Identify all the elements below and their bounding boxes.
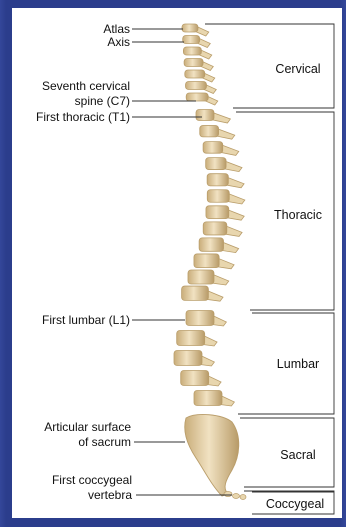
vertebra-body: [203, 222, 227, 235]
vertebra-body: [183, 36, 200, 44]
lumbar-region-label: Lumbar: [258, 357, 338, 371]
vertebra-body: [200, 126, 219, 137]
sacrum-label-line1: Articular surface: [44, 420, 131, 434]
vertebra-body: [185, 70, 205, 78]
vertebra-body: [183, 47, 201, 55]
vertebra-body: [186, 82, 207, 90]
vertebra-body: [182, 24, 198, 32]
coccyx-segment: [233, 494, 240, 499]
thoracic-region-label: Thoracic: [258, 208, 338, 222]
coccygeal-region-label: Coccygeal: [252, 497, 338, 511]
sacral-region-label: Sacral: [258, 448, 338, 462]
vertebra-body: [199, 238, 223, 251]
coccyx-label-line1: First coccygeal: [52, 473, 132, 487]
vertebral-column-illustration: [174, 24, 246, 500]
vertebra-body: [182, 286, 209, 300]
vertebra-body: [188, 270, 214, 284]
c7-label-line2: spine (C7): [75, 94, 130, 108]
axis-label: Axis: [107, 35, 130, 49]
vertebra-body: [203, 142, 223, 154]
sacrum-label-line2: of sacrum: [78, 435, 131, 449]
vertebra-body: [196, 110, 214, 121]
cervical-region-label: Cervical: [258, 62, 338, 76]
l1-label: First lumbar (L1): [42, 313, 130, 327]
coccyx-label-line2: vertebra: [88, 488, 132, 502]
vertebra-body: [207, 190, 229, 203]
vertebra-body: [186, 93, 208, 101]
vertebra-body: [186, 311, 214, 326]
vertebra-body: [184, 59, 203, 67]
vertebra-body: [194, 254, 219, 268]
vertebra-body: [177, 331, 205, 346]
coccyx-segment: [224, 492, 232, 497]
vertebra-body: [174, 351, 202, 366]
atlas-label: Atlas: [103, 22, 130, 36]
sacrum-shape: [185, 415, 239, 496]
vertebra-body: [194, 391, 222, 406]
vertebra-body: [206, 206, 229, 219]
coccyx-segment: [240, 495, 246, 500]
c7-label-line1: Seventh cervical: [42, 79, 130, 93]
vertebra-body: [181, 371, 209, 386]
vertebra-body: [206, 158, 226, 170]
vertebra-body: [207, 174, 228, 186]
t1-label: First thoracic (T1): [36, 110, 130, 124]
